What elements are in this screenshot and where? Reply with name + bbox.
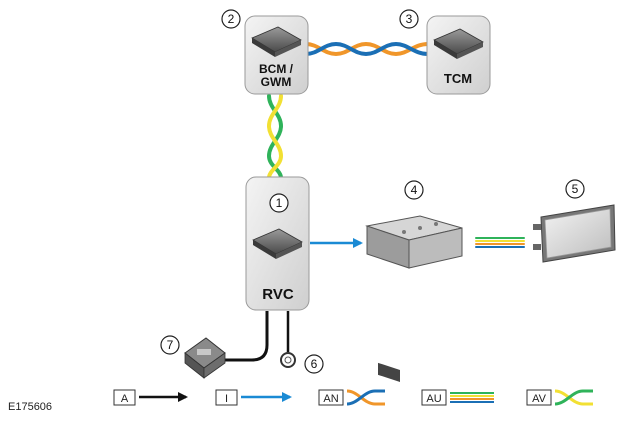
chip-icon	[252, 228, 303, 259]
chip-icon	[251, 26, 302, 57]
callout-1: 1	[269, 193, 289, 213]
callout-7: 7	[160, 335, 180, 355]
chip-icon	[433, 28, 484, 59]
svg-text:I: I	[225, 393, 228, 405]
callout-5: 5	[565, 179, 585, 199]
svg-text:7: 7	[167, 338, 174, 352]
svg-text:4: 4	[411, 183, 418, 197]
legend-item-an: AN	[318, 389, 385, 406]
svg-text:A: A	[121, 393, 129, 405]
power-feed-wire	[218, 311, 269, 362]
tcm-module: TCM	[426, 15, 491, 95]
tcm-label: TCM	[444, 71, 472, 86]
bcm-gwm-label-line2: GWM	[261, 75, 292, 89]
callout-3: 3	[399, 9, 419, 29]
legend-item-a: A	[113, 389, 188, 406]
legend-item-av: AV	[526, 389, 593, 406]
rvc-module: 1 RVC	[245, 176, 310, 311]
svg-text:3: 3	[406, 12, 413, 26]
legend-item-i: I	[215, 389, 292, 406]
ground-eyelet-icon	[280, 352, 296, 368]
can-bus-bcm-rvc	[266, 94, 284, 180]
callout-4: 4	[404, 180, 424, 200]
svg-text:2: 2	[228, 12, 235, 26]
bcm-gwm-label-line1: BCM /	[259, 62, 294, 76]
legend-item-au: AU	[421, 389, 494, 406]
callout-6: 6	[304, 354, 324, 374]
rvc-label: RVC	[262, 286, 294, 303]
svg-text:AV: AV	[532, 393, 547, 405]
legend: A I AN AU AV	[113, 389, 593, 406]
svg-text:AN: AN	[323, 393, 338, 405]
bcm-gwm-module: BCM / GWM	[244, 15, 309, 95]
callout-2: 2	[221, 9, 241, 29]
svg-text:AU: AU	[426, 393, 441, 405]
lvds-link	[475, 237, 525, 248]
svg-text:1: 1	[276, 196, 283, 210]
figure-id: E175606	[8, 401, 52, 413]
fuse-icon	[184, 337, 226, 379]
can-bus-bcm-tcm	[304, 41, 430, 57]
svg-text:5: 5	[572, 182, 579, 196]
display-screen	[533, 204, 616, 263]
svg-text:6: 6	[311, 357, 318, 371]
screen-control-unit	[365, 215, 463, 382]
